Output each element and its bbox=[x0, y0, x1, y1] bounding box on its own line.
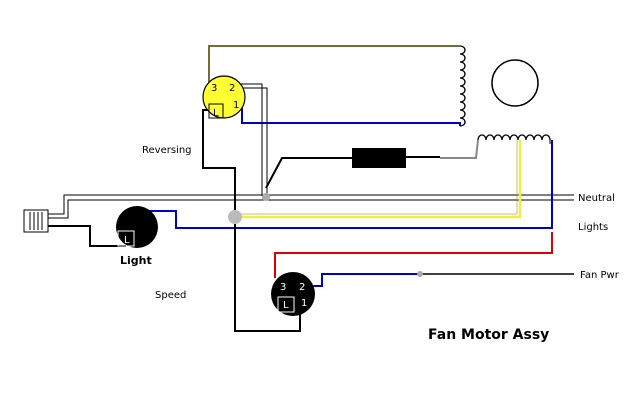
lights-label: Lights bbox=[578, 222, 608, 233]
neutral-line-bottom bbox=[47, 199, 574, 219]
gray-wire bbox=[440, 139, 479, 159]
speed-term-1: 1 bbox=[301, 298, 307, 309]
diagram-title: Fan Motor Assy bbox=[428, 327, 549, 343]
blue-wire-reversing bbox=[241, 108, 461, 126]
neutral-label: Neutral bbox=[578, 193, 615, 204]
black-wire-light bbox=[47, 225, 126, 247]
connector-block bbox=[23, 209, 49, 233]
blue-wire-fanpwr bbox=[312, 273, 420, 287]
light-label: Light bbox=[120, 254, 152, 267]
capacitor bbox=[352, 148, 406, 168]
main-junction bbox=[228, 210, 242, 224]
rev-term-l: L bbox=[213, 108, 219, 119]
yellow-wire-outline bbox=[235, 140, 518, 215]
speed-term-2: 2 bbox=[299, 282, 305, 293]
speed-term-3: 3 bbox=[280, 282, 286, 293]
black-wire-reversing bbox=[202, 109, 236, 217]
reversing-switch: 3 2 1 L bbox=[202, 75, 246, 119]
motor-rotor bbox=[491, 59, 539, 107]
speed-label: Speed bbox=[155, 290, 186, 301]
rev-term-3: 3 bbox=[211, 83, 217, 94]
neutral-junction bbox=[262, 193, 270, 201]
fanpwr-junction bbox=[417, 271, 423, 277]
black-wire-speed bbox=[234, 224, 301, 332]
vertical-coil bbox=[459, 45, 466, 127]
fan-pwr-label: Fan Pwr bbox=[580, 270, 620, 281]
yellow-wire bbox=[235, 140, 522, 219]
rev-term-1: 1 bbox=[233, 100, 239, 111]
speed-switch: 3 2 1 L bbox=[271, 272, 315, 316]
rev-term-2: 2 bbox=[229, 83, 235, 94]
neutral-line-top bbox=[47, 194, 574, 215]
horizontal-coil bbox=[477, 134, 551, 141]
blue-wire-lights bbox=[142, 140, 553, 229]
red-wire bbox=[274, 232, 553, 278]
light-term-l: L bbox=[124, 235, 130, 246]
olive-wire bbox=[208, 45, 460, 82]
reversing-label: Reversing bbox=[142, 145, 192, 156]
speed-term-l: L bbox=[283, 300, 289, 311]
light-switch: L bbox=[116, 206, 158, 248]
capacitor-wire-left bbox=[265, 157, 352, 189]
